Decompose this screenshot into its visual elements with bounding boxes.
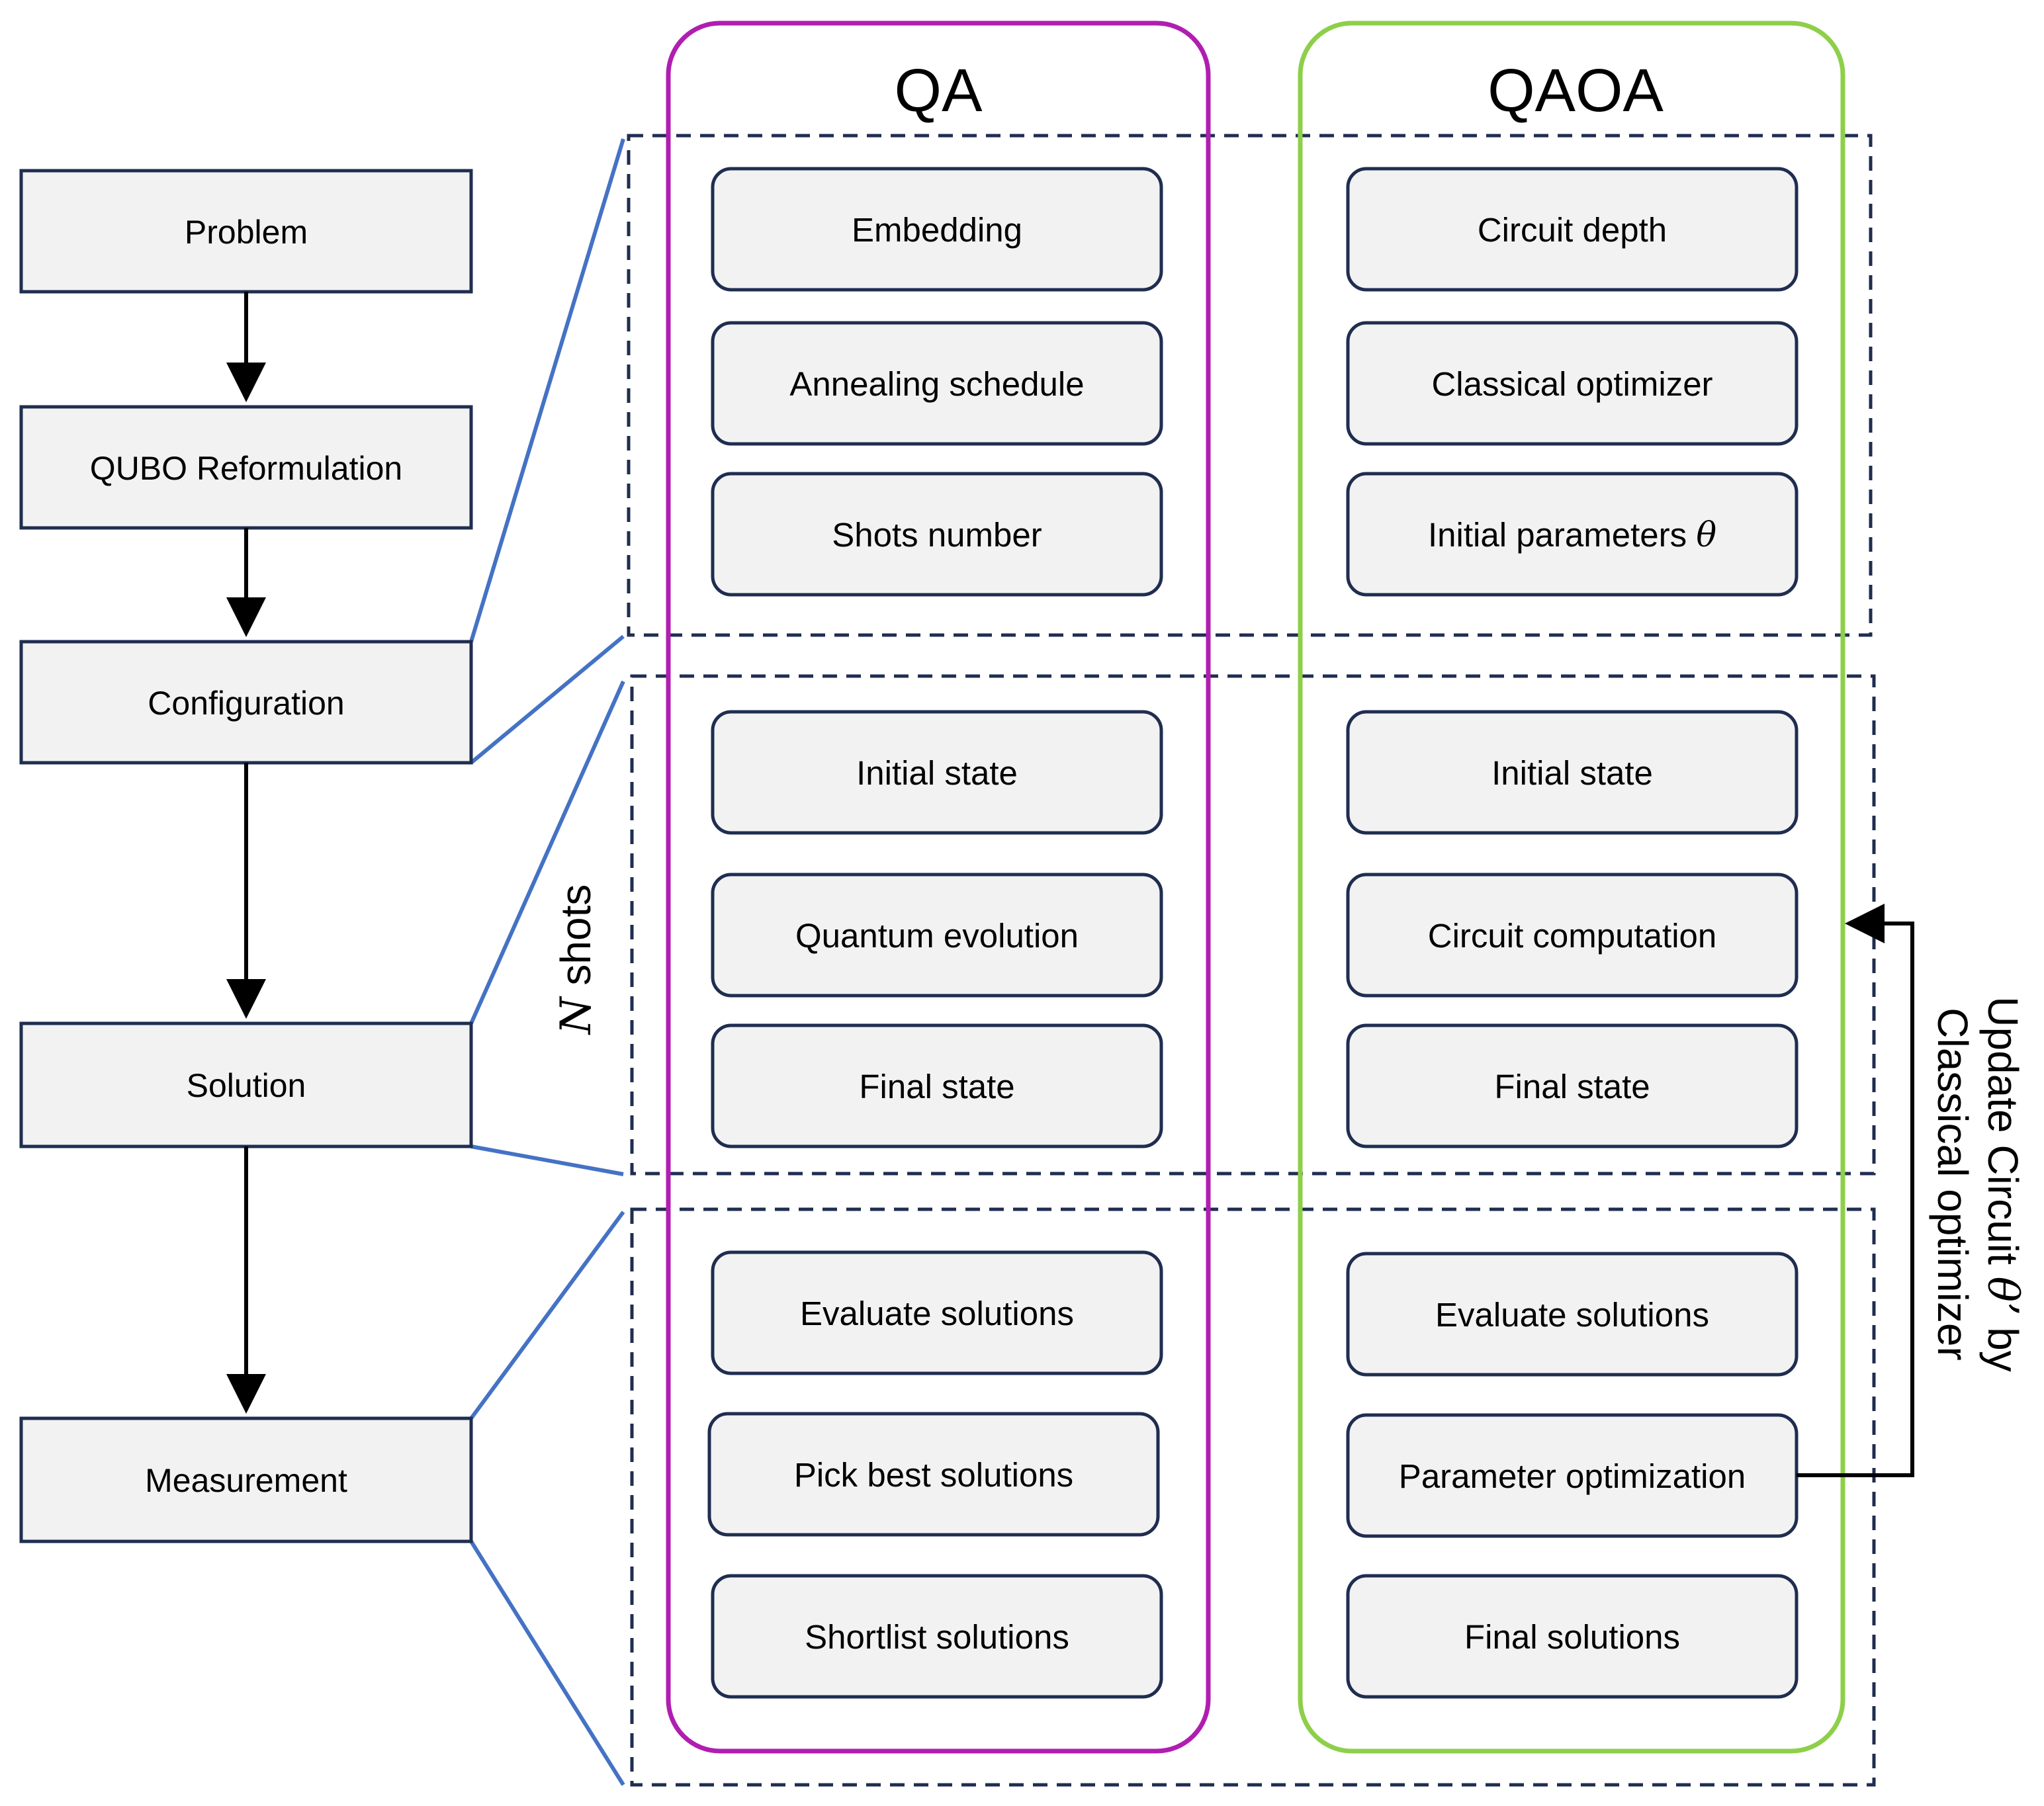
qa-step-pick-best-solutions: Pick best solutions xyxy=(707,1412,1160,1537)
n-symbol: N xyxy=(552,996,601,1035)
feedback-loop-arrow xyxy=(1797,904,1914,1477)
solution-connector-bottom xyxy=(470,1144,624,1176)
qaoa-column-frame xyxy=(1298,21,1845,1754)
configuration-connector-top xyxy=(469,138,625,642)
qaoa-steps: Circuit depth Classical optimizer Initia… xyxy=(1346,167,1799,1699)
measurement-connector-top xyxy=(469,1211,625,1420)
measurement-stage: Measurement xyxy=(19,1416,473,1543)
shots-text: shots xyxy=(552,884,600,998)
configuration-section-frame xyxy=(627,134,1873,637)
qa-step-initial-state: Initial state xyxy=(711,710,1163,835)
qa-step-shots-number: Shots number xyxy=(711,472,1163,597)
qaoa-step-circuit-depth: Circuit depth xyxy=(1346,167,1799,292)
qa-step-label: Pick best solutions xyxy=(794,1456,1073,1494)
qa-column-frame xyxy=(666,21,1211,1754)
qa-step-label: Embedding xyxy=(852,211,1022,249)
qa-step-label: Evaluate solutions xyxy=(800,1295,1074,1332)
zoom-connectors xyxy=(469,138,625,1786)
measurement-stage-label: Measurement xyxy=(145,1462,347,1499)
qaoa-step-label: Initial state xyxy=(1491,754,1653,792)
qa-step-label: Annealing schedule xyxy=(789,365,1084,403)
qa-step-label: Quantum evolution xyxy=(795,917,1079,955)
feedback-line1-suffix: by xyxy=(1979,1315,2027,1371)
solution-stage-label: Solution xyxy=(187,1067,306,1104)
feedback-label: Update Circuit θ’ by Classical optimizer xyxy=(1929,996,2027,1372)
configuration-stage: Configuration xyxy=(19,640,473,765)
n-shots-label: N shots xyxy=(552,884,601,1036)
qa-step-embedding: Embedding xyxy=(711,167,1163,292)
feedback-label-line2: Classical optimizer xyxy=(1929,1008,1977,1360)
configuration-stage-label: Configuration xyxy=(148,685,344,722)
qaoa-step-label: Circuit computation xyxy=(1428,917,1717,955)
qaoa-step-initial-state: Initial state xyxy=(1346,710,1799,835)
qa-step-label: Initial state xyxy=(856,754,1018,792)
qaoa-step-final-state: Final state xyxy=(1346,1023,1799,1148)
qa-step-quantum-evolution: Quantum evolution xyxy=(711,873,1163,998)
qaoa-step-label: Evaluate solutions xyxy=(1435,1296,1709,1334)
qa-step-shortlist-solutions: Shortlist solutions xyxy=(711,1574,1163,1699)
measurement-section-frame xyxy=(630,1207,1876,1787)
qaoa-step-initial-parameters: Initial parameters θ xyxy=(1346,472,1799,597)
qaoa-step-classical-optimizer: Classical optimizer xyxy=(1346,321,1799,446)
qa-step-label: Shortlist solutions xyxy=(805,1618,1069,1656)
qa-step-evaluate-solutions: Evaluate solutions xyxy=(711,1250,1163,1375)
solution-stage: Solution xyxy=(19,1021,473,1148)
qaoa-step-label: Circuit depth xyxy=(1478,211,1667,249)
qaoa-step-label: Classical optimizer xyxy=(1431,365,1712,403)
qaoa-step-label: Final solutions xyxy=(1464,1618,1680,1656)
problem-stage: Problem xyxy=(19,169,473,294)
qaoa-step-label: Final state xyxy=(1494,1068,1650,1105)
feedback-line1-prefix: Update Circuit xyxy=(1979,996,2027,1276)
qaoa-step-label: Initial parameters θ xyxy=(1428,516,1716,555)
measurement-connector-bottom xyxy=(469,1540,625,1786)
configuration-connector-bottom xyxy=(470,634,625,765)
solution-connector-top xyxy=(469,680,625,1025)
qa-step-label: Shots number xyxy=(832,516,1042,554)
qa-steps: Embedding Annealing schedule Shots numbe… xyxy=(707,167,1163,1699)
qa-step-label: Final state xyxy=(859,1068,1014,1105)
qaoa-step-circuit-computation: Circuit computation xyxy=(1346,873,1799,998)
qa-step-annealing-schedule: Annealing schedule xyxy=(711,321,1163,446)
pipeline: Problem QUBO Reformulation Configuration… xyxy=(19,169,473,1543)
qaoa-step-evaluate-solutions: Evaluate solutions xyxy=(1346,1252,1799,1377)
feedback-label-line1: Update Circuit θ’ by xyxy=(1978,996,2027,1372)
theta-prime-symbol: θ’ xyxy=(1978,1277,2027,1316)
theta-symbol: θ xyxy=(1696,516,1716,555)
qaoa-step-parameter-optimization: Parameter optimization xyxy=(1346,1413,1799,1538)
qaoa-step-label: Parameter optimization xyxy=(1399,1457,1746,1495)
problem-stage-label: Problem xyxy=(185,214,308,251)
qa-column-title: QA xyxy=(895,57,983,124)
qaoa-step-final-solutions: Final solutions xyxy=(1346,1574,1799,1699)
qa-step-final-state: Final state xyxy=(711,1023,1163,1148)
qubo-reformulation-stage-label: QUBO Reformulation xyxy=(90,450,402,487)
qaoa-column-title: QAOA xyxy=(1488,57,1664,124)
qubo-reformulation-stage: QUBO Reformulation xyxy=(19,405,473,530)
qaoa-initial-parameters-text: Initial parameters xyxy=(1428,516,1696,554)
